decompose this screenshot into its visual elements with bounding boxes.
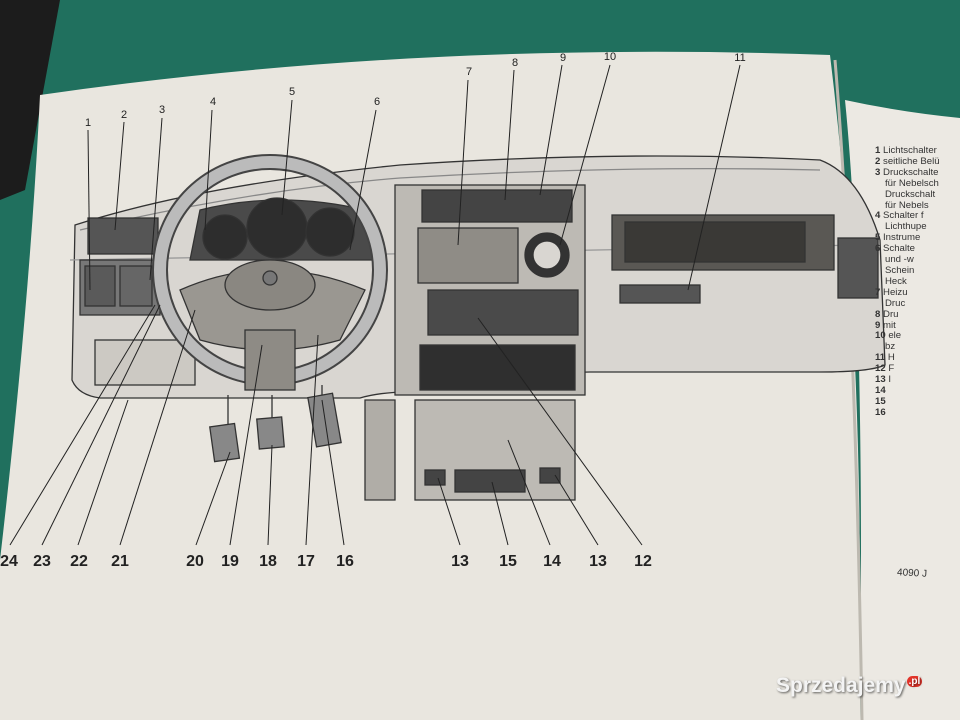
figure-code: 4090 J <box>896 567 928 580</box>
legend-row: 3 Druckschalte <box>875 168 960 179</box>
dashboard-illustration <box>69 154 886 501</box>
legend-row: 12 F <box>875 364 960 375</box>
legend-row: 7 Heizu <box>875 288 960 299</box>
legend-text: Schalte <box>883 244 916 255</box>
legend-row: Schein <box>875 266 960 277</box>
legend-number: 16 <box>875 407 886 418</box>
callout-24: 24 <box>0 553 18 570</box>
legend-row: bz <box>875 342 960 353</box>
legend-text: Lichtschalter <box>883 146 937 156</box>
callout-9: 9 <box>559 52 567 64</box>
callout-12: 12 <box>634 553 652 570</box>
callout-14: 14 <box>543 553 561 570</box>
callout-1: 1 <box>84 117 92 129</box>
legend-text: Druckschalt <box>885 189 936 200</box>
legend-row: Heck <box>875 277 960 288</box>
legend-row: 1 Lichtschalter <box>875 146 960 157</box>
legend-number: 9 <box>875 320 884 331</box>
legend-number: 12 <box>875 364 889 375</box>
callout-16: 16 <box>336 553 354 570</box>
callout-2: 2 <box>120 109 128 121</box>
legend-row: Druc <box>875 299 960 310</box>
legend-text: I <box>888 375 892 386</box>
legend-number: 6 <box>875 244 884 255</box>
legend-row: Lichthupe <box>875 222 960 233</box>
watermark-tld: .pl <box>906 676 923 687</box>
legend-row: Druckschalt <box>875 190 960 201</box>
callout-15: 15 <box>499 553 517 570</box>
legend-text: Schein <box>885 265 915 276</box>
legend-number: 7 <box>875 287 884 298</box>
legend-text: seitliche Belü <box>883 156 940 167</box>
callout-13-right: 13 <box>589 553 607 570</box>
legend-number: 5 <box>875 233 884 244</box>
legend-row: 2 seitliche Belü <box>875 157 960 168</box>
legend-text: Lichthupe <box>885 222 927 233</box>
callout-5: 5 <box>288 86 296 98</box>
legend-number: 2 <box>875 156 884 167</box>
leader-lines <box>9 64 741 546</box>
callout-6: 6 <box>373 96 381 108</box>
legend-row: 9 mit <box>875 321 960 332</box>
legend-text: bz <box>885 342 896 353</box>
legend-number: 1 <box>875 146 884 156</box>
callout-18: 18 <box>259 553 277 570</box>
legend-row: 14 <box>875 386 960 397</box>
callout-23: 23 <box>33 553 51 570</box>
callout-10: 10 <box>603 51 617 63</box>
legend-number: 8 <box>875 309 884 320</box>
callout-8: 8 <box>511 57 519 69</box>
legend-text: Schalter f <box>883 211 924 222</box>
legend-number: 15 <box>875 396 886 407</box>
callout-13-left: 13 <box>451 553 469 570</box>
callout-3: 3 <box>158 104 166 116</box>
legend-text: für Nebelsch <box>885 178 939 189</box>
legend-text: mit <box>883 320 896 331</box>
callout-21: 21 <box>111 553 129 570</box>
callout-11: 11 <box>734 52 746 64</box>
callout-20: 20 <box>186 553 204 570</box>
legend-text: Druckschalte <box>883 167 939 178</box>
legend-text: Heizu <box>883 287 908 298</box>
legend-text: für Nebels <box>885 200 929 211</box>
legend-text: F <box>888 364 895 375</box>
legend-row: 16 <box>875 408 960 419</box>
legend-text: und -w <box>885 255 914 266</box>
legend-number: 10 <box>875 331 889 342</box>
legend-number: 3 <box>875 167 884 178</box>
legend-row: 4 Schalter f <box>875 211 960 222</box>
background-dark-corner <box>0 0 60 200</box>
watermark-brand: Sprzedajemy <box>776 674 906 697</box>
watermark-logo: Sprzedajemy.pl <box>776 674 923 698</box>
legend-text: Heck <box>885 276 907 287</box>
callout-22: 22 <box>70 553 88 570</box>
legend-row: für Nebels <box>875 201 960 212</box>
legend-row: 5 Instrume <box>875 233 960 244</box>
callout-7: 7 <box>465 66 473 78</box>
legend-row: 8 Dru <box>875 310 960 321</box>
legend-number: 11 <box>875 353 888 364</box>
callout-19: 19 <box>221 553 239 570</box>
legend-text: Instrume <box>883 233 921 244</box>
legend-text: Druc <box>885 298 906 309</box>
callout-17: 17 <box>297 553 315 570</box>
legend-text: Dru <box>883 309 899 320</box>
callout-4: 4 <box>209 96 217 108</box>
legend-row: 13 I <box>875 375 960 386</box>
legend-row: 11 H <box>875 353 960 364</box>
legend-number: 13 <box>875 375 889 386</box>
legend-number: 14 <box>875 385 886 396</box>
legend-row: und -w <box>875 255 960 266</box>
legend-row: 15 <box>875 397 960 408</box>
legend-row: 10 ele <box>875 331 960 342</box>
legend-row: 6 Schalte <box>875 244 960 255</box>
legend-number: 4 <box>875 211 884 222</box>
legend-row: für Nebelsch <box>875 179 960 190</box>
legend-text: H <box>887 353 895 364</box>
legend-text: ele <box>888 331 902 342</box>
